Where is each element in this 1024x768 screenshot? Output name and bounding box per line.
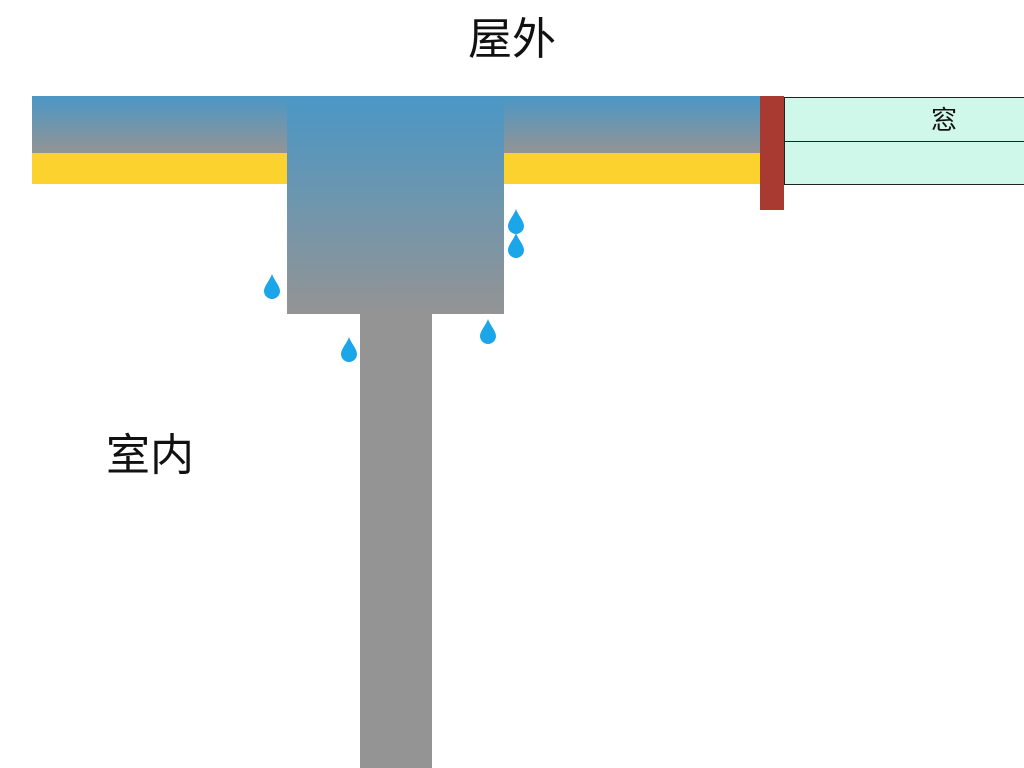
condensation-drop-icon [508,209,524,234]
window-frame [760,96,784,210]
window-divider [784,141,1024,142]
thermal-bridge-beam [287,96,504,314]
condensation-drop-icon [480,319,496,344]
condensation-drop-icon [341,337,357,362]
concrete-column [360,313,432,768]
window-label: 窓 [930,106,957,136]
condensation-drop-icon [264,274,280,299]
indoor-label: 室内 [106,430,194,481]
condensation-drop-icon [508,233,524,258]
outdoor-label: 屋外 [468,14,556,65]
